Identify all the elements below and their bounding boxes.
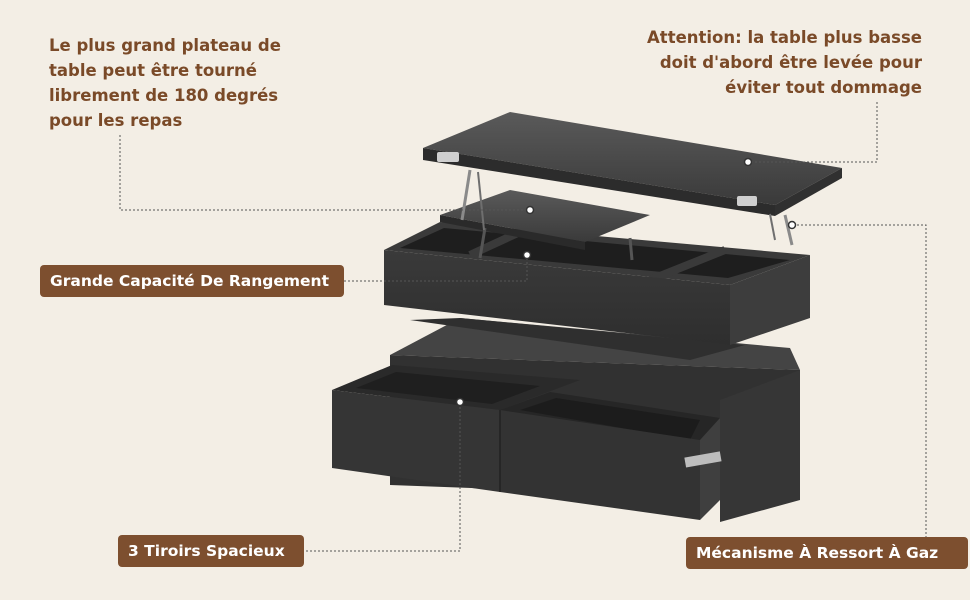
drawers-badge: 3 Tiroirs Spacieux <box>118 535 304 567</box>
attention-line-2: doit d'abord être levée pour <box>659 53 922 72</box>
small-lift-board <box>440 190 650 261</box>
rotating-top-note: Le plus grand plateau de table peut être… <box>49 33 281 133</box>
rotating-top-line-3: librement de 180 degrés <box>49 86 279 105</box>
attention-line-1: Attention: la table plus basse <box>647 28 922 47</box>
rotating-top-line-4: pour les repas <box>49 111 183 130</box>
callout-lines <box>119 102 927 552</box>
storage-capacity-badge: Grande Capacité De Rangement <box>40 265 344 297</box>
attention-note: Attention: la table plus basse doit d'ab… <box>647 25 922 100</box>
middle-body <box>410 318 745 360</box>
gas-spring-badge: Mécanisme À Ressort À Gaz <box>686 537 968 569</box>
large-table-top <box>423 112 842 246</box>
rotating-top-line-2: table peut être tourné <box>49 61 257 80</box>
callout-dots <box>455 157 797 407</box>
lower-drawer-unit <box>332 318 800 522</box>
upper-storage-box <box>384 222 810 345</box>
attention-line-3: éviter tout dommage <box>725 78 922 97</box>
rotating-top-line-1: Le plus grand plateau de <box>49 36 281 55</box>
